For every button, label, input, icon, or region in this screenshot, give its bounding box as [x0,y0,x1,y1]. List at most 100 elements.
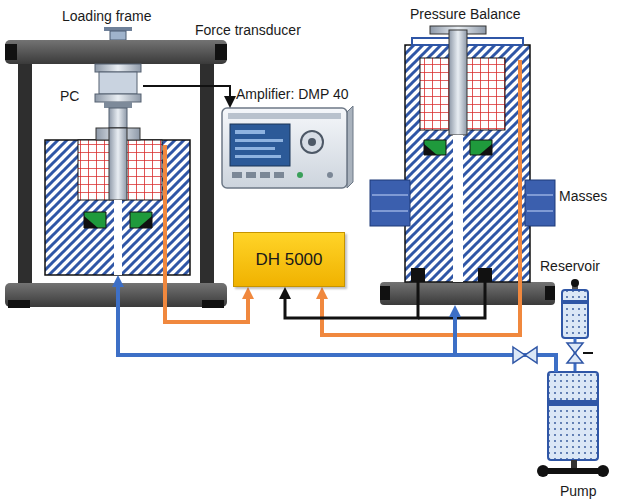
hand-pump [537,465,549,477]
valve-symbol [583,352,593,354]
force-transducer [95,94,141,102]
loading-frame [200,64,214,283]
mass-stack [370,180,410,226]
part-label: Pressure Balance [410,6,521,23]
part-label: Force transducer [195,22,301,39]
loading-frame [8,300,30,308]
piston-cylinder [45,128,190,275]
pressure-balance [418,282,485,318]
amplifier-device [260,172,270,178]
pressure-balance [518,60,522,305]
connector-line [118,282,556,372]
pressure-balance [545,286,555,300]
amplifier-device [222,108,347,188]
pressure-balance [449,30,467,135]
part-label: Pump [560,483,597,500]
transducer-unit: Force transducer [93,64,143,108]
amplifier-device [235,139,283,142]
piston-cylinder [163,145,167,275]
valve-symbol [513,347,537,363]
amplifier-device [232,172,242,178]
amplifier-device [246,172,256,178]
pressure-balance [417,282,420,305]
piston-unit: PC [45,128,190,275]
device-label: Amplifier: DMP 40 [236,86,349,103]
loading-frame [5,27,227,308]
pressure-balance [411,268,425,282]
mass-stack [370,180,555,226]
pressure-balance [478,268,492,282]
mass-stack [527,210,553,212]
reservoir [562,279,588,372]
mass-stack [372,194,408,196]
connector-line [143,86,230,101]
pressure-balance [453,135,463,282]
amplifier-device [222,106,353,188]
connector-line [455,312,556,372]
loading-frame [104,27,132,31]
amplifier-device [308,138,316,146]
frame-label: Loading frame [62,8,152,25]
piston-cylinder [84,216,98,228]
pressure-balance [380,26,555,318]
force-transducer [109,108,127,128]
amplifier-device [297,172,303,178]
part-label: Masses [559,188,607,205]
amplifier-device [235,130,265,134]
piston-cylinder [84,212,106,228]
reservoir [562,290,588,338]
pump-unit: Pump [548,372,598,460]
loading-frame [5,44,17,60]
daq-box: DH 5000 [233,232,345,287]
force-transducer [99,72,137,94]
pressure-balance [424,140,446,155]
pressure-balance [479,144,492,155]
frame-unit: Loading frameForce transducerPC [5,28,227,308]
amplifier-device [347,106,353,188]
amplifier-device [301,131,323,153]
valve-symbol [513,343,593,363]
hand-pump [537,372,609,477]
loading-frame [215,44,227,60]
reservoir [571,279,579,287]
amplifier-device [235,147,275,150]
amplifier-unit: Amplifier: DMP 40 [222,108,347,188]
loading-frame [202,300,224,308]
part-label: Reservoir [540,258,600,275]
hand-pump [571,460,577,469]
balance-unit: Pressure BalanceMasses [368,30,558,305]
hand-pump [597,465,609,477]
force-transducer [104,102,132,108]
pressure-balance [380,282,555,305]
reservoir [562,300,588,304]
force-transducer [95,64,141,72]
piston-cylinder [109,128,127,200]
piston-cylinder [138,216,152,228]
hand-pump [548,372,598,460]
loading-frame [110,31,126,40]
piston-cylinder [114,200,122,275]
pressure-balance [424,144,437,155]
connector-line [285,294,418,318]
amplifier-device [327,172,333,178]
valve-symbol [567,343,583,363]
loading-frame [18,64,32,283]
mass-stack [525,180,555,226]
piston-cylinder [130,212,152,228]
amplifier-device [230,124,290,166]
force-transducer [95,64,141,128]
connector-line [322,294,520,335]
box-label: DH 5000 [255,250,322,270]
hand-pump [548,400,598,406]
mass-unit: Masses [370,178,555,228]
amplifier-device [274,172,284,178]
amplifier-device [228,113,341,119]
mass-stack [527,194,553,196]
reservoir-unit: Reservoir [560,282,590,338]
hand-pump [543,468,603,474]
mass-stack [372,210,408,212]
pressure-balance [470,140,492,155]
loading-frame [5,40,227,64]
